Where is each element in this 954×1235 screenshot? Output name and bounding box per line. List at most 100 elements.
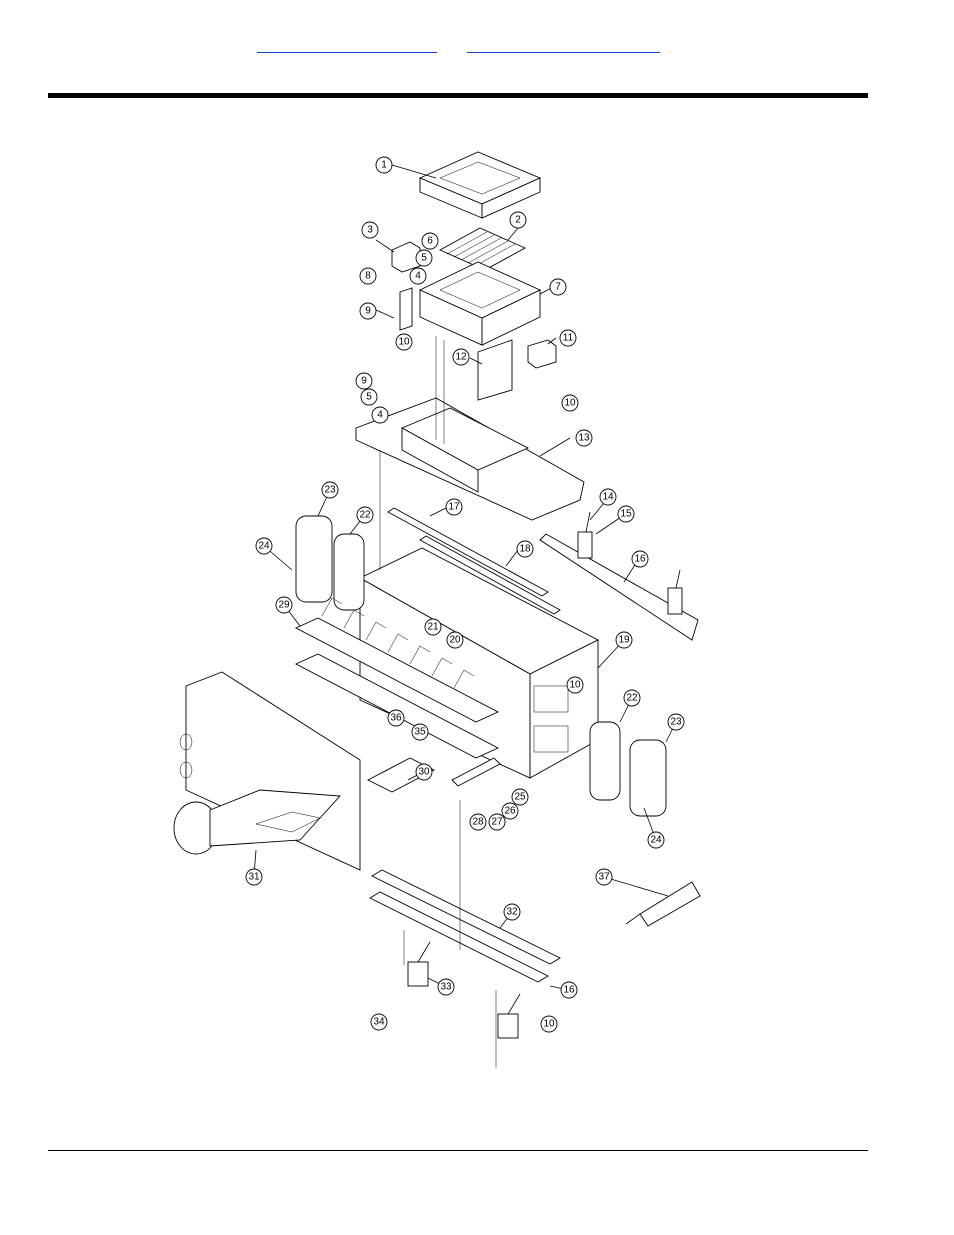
svg-text:21: 21 [427,622,439,633]
part-gasket-right-inner [590,722,620,800]
svg-text:33: 33 [440,982,452,993]
svg-text:10: 10 [543,1019,555,1030]
svg-text:22: 22 [626,693,638,704]
svg-text:35: 35 [414,727,426,738]
part-plate [478,340,512,400]
svg-text:31: 31 [248,872,260,883]
part-gasket-left-outer [296,516,332,602]
callout-29: 29 [276,597,292,613]
callout-16-repeat: 16 [561,982,577,998]
svg-text:34: 34 [373,1017,385,1028]
svg-text:20: 20 [449,635,461,646]
svg-text:17: 17 [448,502,460,513]
callout-28: 28 [470,814,486,830]
callout-5: 5 [416,250,432,266]
callout-7: 7 [550,279,566,295]
callout-24: 24 [256,538,272,554]
callout-26: 26 [502,803,518,819]
part-frame [420,152,540,218]
svg-text:27: 27 [491,817,503,828]
callout-17: 17 [446,499,462,515]
callout-13: 13 [576,430,592,446]
callout-20: 20 [447,632,463,648]
callout-27: 27 [489,814,505,830]
part-bottom-plate-upper [372,870,560,964]
part-gasket-left-inner [334,534,364,610]
part-gasket-right-outer [630,740,666,816]
svg-text:23: 23 [324,485,336,496]
part-hopper [420,262,540,345]
callout-22: 22 [357,507,373,523]
exploded-parts-diagram: 1 2 3 4 5 6 7 8 9 10 11 12 13 14 15 16 1… [160,140,720,1080]
svg-text:1: 1 [381,160,387,171]
part-clamp [528,340,556,368]
callout-22-repeat: 22 [624,690,640,706]
callout-37: 37 [596,869,612,885]
svg-text:9: 9 [365,306,371,317]
part-base [356,398,584,520]
svg-text:22: 22 [359,510,371,521]
svg-text:6: 6 [427,236,433,247]
svg-text:4: 4 [377,410,383,421]
svg-text:24: 24 [258,541,270,552]
callout-9: 9 [360,303,376,319]
callout-4-repeat: 4 [372,407,388,423]
svg-text:24: 24 [650,835,662,846]
svg-text:29: 29 [278,600,290,611]
callout-4: 4 [410,268,426,284]
callout-10-repeat-3: 10 [541,1016,557,1032]
part-bottom-plate-lower [370,892,548,982]
footer-rule [48,1150,868,1151]
callout-8: 8 [360,268,376,284]
svg-text:9: 9 [361,376,367,387]
svg-text:10: 10 [398,337,410,348]
part-bar [452,758,500,786]
callout-1: 1 [376,157,392,173]
callout-6: 6 [422,233,438,249]
callout-11: 11 [560,330,576,346]
svg-text:23: 23 [670,717,682,728]
svg-text:16: 16 [634,554,646,565]
part-manifold [174,672,360,870]
part-tube [626,882,700,926]
svg-text:2: 2 [515,215,521,226]
callout-23: 23 [322,482,338,498]
svg-text:16: 16 [563,985,575,996]
callout-18: 18 [517,541,533,557]
callout-5-repeat: 5 [361,389,377,405]
part-bracket [400,288,412,330]
callout-12: 12 [453,349,469,365]
callout-10-repeat: 10 [562,395,578,411]
svg-text:28: 28 [472,817,484,828]
callout-2: 2 [510,212,526,228]
svg-text:10: 10 [564,398,576,409]
svg-text:36: 36 [390,713,402,724]
callout-10-repeat-2: 10 [567,677,583,693]
callout-30: 30 [416,764,432,780]
callout-19: 19 [616,632,632,648]
nav-link-right[interactable] [467,30,660,53]
callout-35: 35 [412,724,428,740]
svg-text:37: 37 [598,872,610,883]
header-rule [48,93,868,98]
callout-33: 33 [438,979,454,995]
svg-text:3: 3 [367,225,373,236]
callout-10: 10 [396,334,412,350]
nav-link-left[interactable] [257,30,437,53]
callout-16: 16 [632,551,648,567]
svg-text:18: 18 [519,544,531,555]
svg-text:4: 4 [415,271,421,282]
svg-text:12: 12 [455,352,467,363]
callout-15: 15 [618,506,634,522]
callout-21: 21 [425,619,441,635]
callout-23-repeat: 23 [668,714,684,730]
svg-text:19: 19 [618,635,630,646]
svg-text:14: 14 [602,492,614,503]
svg-text:5: 5 [366,392,372,403]
svg-text:32: 32 [506,907,518,918]
svg-text:13: 13 [578,433,590,444]
svg-text:5: 5 [421,253,427,264]
callout-34: 34 [371,1014,387,1030]
svg-text:8: 8 [365,271,371,282]
callout-31: 31 [246,869,262,885]
